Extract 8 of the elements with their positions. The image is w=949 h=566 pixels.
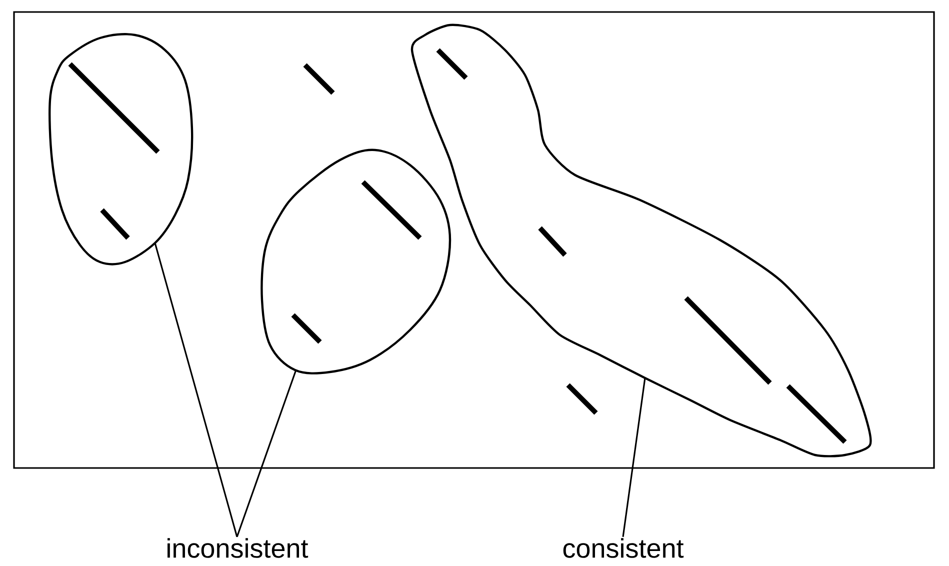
leader-line <box>236 370 297 538</box>
label: inconsistent <box>168 538 308 558</box>
leader-line <box>622 378 646 537</box>
oval-outline <box>260 148 452 374</box>
blob-outline <box>410 24 872 458</box>
leader-line <box>154 242 238 538</box>
label: consistent <box>563 538 684 558</box>
oval-outline <box>48 33 194 266</box>
